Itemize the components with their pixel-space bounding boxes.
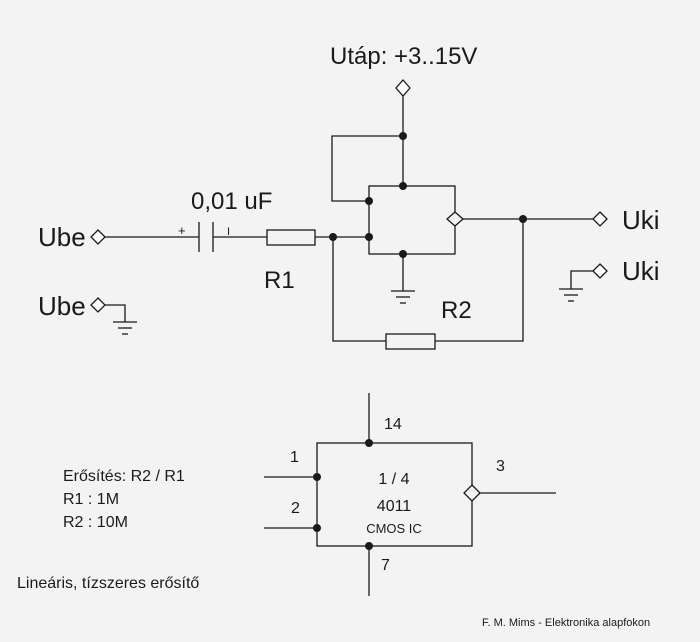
pin-2-dot [313, 524, 321, 532]
input-ground-label: Ube [38, 291, 86, 321]
credit: F. M. Mims - Elektronika alapfokon [482, 617, 650, 629]
supply-label: Utáp: +3..15V [330, 43, 477, 70]
output-ground-terminal [592, 263, 608, 279]
input-label: Ube [38, 222, 86, 252]
pin-7-label: 7 [381, 557, 390, 574]
pin-14-label: 14 [384, 416, 402, 433]
input-ground-terminal [90, 297, 106, 313]
output-label: Uki [622, 205, 660, 235]
gate-ground-symbol [391, 290, 415, 304]
r1-value: R1 : 1M [63, 491, 119, 508]
gate-input-a-dot [365, 197, 373, 205]
pin-2-label: 2 [291, 500, 300, 517]
input-ground-wire [105, 304, 126, 322]
r2-value: R2 : 10M [63, 514, 128, 531]
ic-type-label: CMOS IC [366, 521, 422, 536]
input-terminal [90, 229, 106, 245]
supply-loop-wire [331, 135, 403, 202]
input-ground-symbol [113, 321, 137, 335]
pin-3-label: 3 [496, 458, 505, 475]
gain-formula: Erősítés: R2 / R1 [63, 468, 185, 485]
gate-pinout: 14 1 2 3 7 1 / 4 4011 CMOS IC [264, 393, 556, 596]
gate-fraction-label: 1 / 4 [378, 471, 409, 488]
output-ground-wire [570, 270, 593, 289]
notes: Erősítés: R2 / R1 R1 : 1M R2 : 10M Lineá… [17, 468, 650, 629]
gate-vdd-dot [399, 182, 407, 190]
capacitor-minus-mark: I [227, 226, 230, 238]
supply-terminal [395, 79, 411, 97]
pin-1-dot [313, 473, 321, 481]
capacitor-plus-mark: + [178, 223, 186, 238]
pin-1-label: 1 [290, 449, 299, 466]
part-number-label: 4011 [377, 498, 412, 515]
capacitor-label: 0,01 uF [191, 188, 272, 215]
r2-label: R2 [441, 297, 472, 324]
feedback-wire-left [332, 237, 386, 342]
pin-14-dot [365, 439, 373, 447]
gate-output-bubble [446, 211, 464, 227]
feedback-wire-right [435, 219, 524, 342]
output-terminal [592, 211, 608, 227]
pin-3-bubble [463, 484, 481, 502]
output-ground-symbol [559, 288, 583, 302]
caption: Lineáris, tízszeres erősítő [17, 575, 199, 592]
pinout-gate-box [316, 442, 473, 547]
output-ground-label: Uki [622, 256, 660, 286]
r1-label: R1 [264, 267, 295, 294]
amplifier-circuit: Utáp: +3..15V Ube 0,01 uF + I R1 [38, 43, 660, 350]
resistor-r2 [385, 333, 436, 350]
nand-gate-box [368, 185, 456, 255]
pin-7-dot [365, 542, 373, 550]
resistor-r1 [266, 229, 316, 246]
